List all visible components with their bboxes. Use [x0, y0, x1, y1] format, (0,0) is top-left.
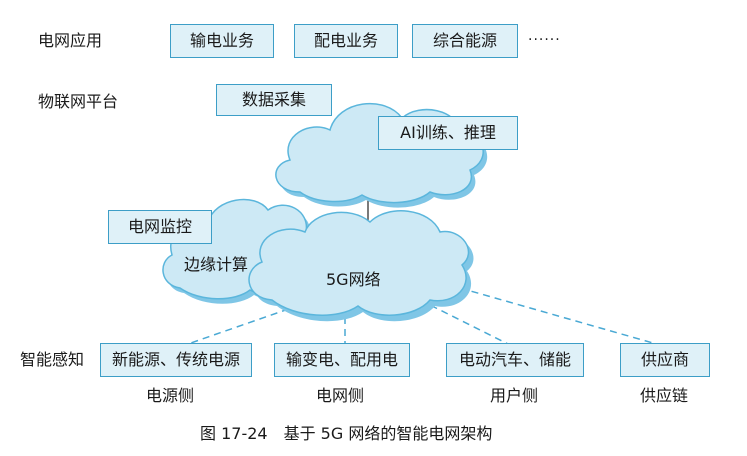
side-label-grid: 电网侧: [316, 386, 365, 405]
app-box-integrated-energy: 综合能源: [412, 24, 518, 58]
side-label-user: 用户侧: [490, 386, 539, 405]
data-collect-box: 数据采集: [216, 84, 332, 116]
figure-caption: 图 17-24 基于 5G 网络的智能电网架构: [200, 424, 493, 443]
ai-training-box: AI训练、推理: [378, 116, 518, 150]
layer-label-sensing: 智能感知: [20, 350, 85, 369]
sensing-box-user: 电动汽车、储能: [446, 343, 584, 377]
dash-line-user: [419, 299, 511, 346]
app-ellipsis: ······: [528, 32, 561, 48]
app-box-transmission: 输电业务: [170, 24, 274, 58]
layer-label-platform: 物联网平台: [38, 92, 119, 111]
dash-line-power: [184, 304, 301, 346]
layer-label-app: 电网应用: [38, 31, 103, 50]
sensing-box-power: 新能源、传统电源: [100, 343, 252, 377]
dash-line-supply: [459, 287, 661, 346]
app-box-distribution: 配电业务: [294, 24, 398, 58]
edge-computing-label: 边缘计算: [184, 255, 249, 274]
grid-monitor-box: 电网监控: [108, 210, 212, 244]
side-label-supply: 供应链: [640, 386, 689, 405]
sensing-box-supplier: 供应商: [620, 343, 710, 377]
network-cloud: [248, 210, 474, 322]
side-label-power: 电源侧: [146, 386, 195, 405]
sensing-box-grid: 输变电、配用电: [274, 343, 410, 377]
network-label: 5G网络: [326, 270, 381, 289]
